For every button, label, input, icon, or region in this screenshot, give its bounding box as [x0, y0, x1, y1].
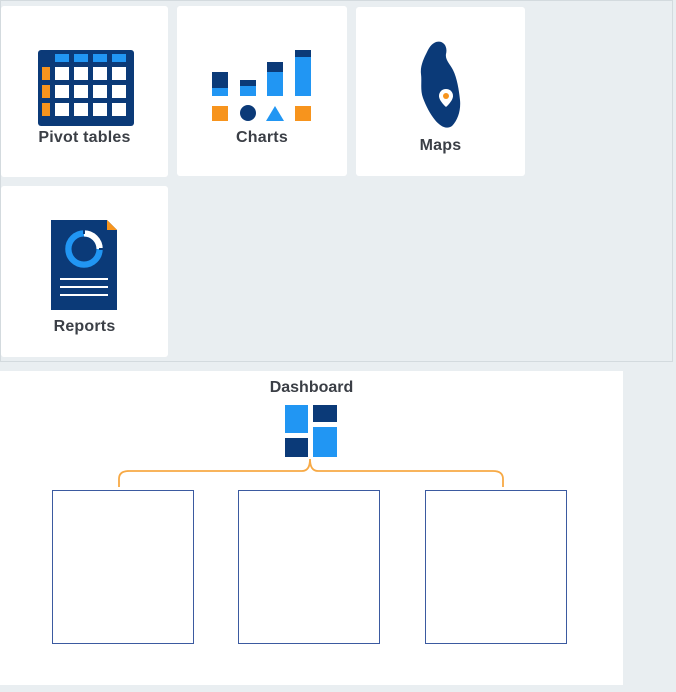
report-document-icon [51, 220, 117, 310]
pivot-tables-label: Pivot tables [38, 129, 131, 146]
dashboard-layout-icon [285, 405, 337, 457]
charts-label: Charts [236, 129, 288, 146]
dashboard-panel: Dashboard [0, 371, 623, 685]
reports-card[interactable]: Reports [1, 186, 168, 357]
dashboard-slot-2[interactable] [238, 490, 380, 644]
visualization-types-panel: Pivot tables Charts Maps [0, 0, 673, 362]
pivot-tables-card[interactable]: Pivot tables [1, 6, 168, 177]
dashboard-slot-1[interactable] [52, 490, 194, 644]
dashboard-slot-3[interactable] [425, 490, 567, 644]
pivot-table-icon [38, 50, 134, 126]
maps-label: Maps [419, 137, 462, 154]
dashboard-bracket [118, 458, 504, 487]
maps-card[interactable]: Maps [356, 7, 525, 176]
reports-label: Reports [53, 318, 116, 335]
dashboard-title: Dashboard [269, 379, 354, 396]
charts-card[interactable]: Charts [177, 6, 347, 176]
map-pin-icon [420, 41, 461, 128]
bar-chart-icon [212, 50, 311, 121]
